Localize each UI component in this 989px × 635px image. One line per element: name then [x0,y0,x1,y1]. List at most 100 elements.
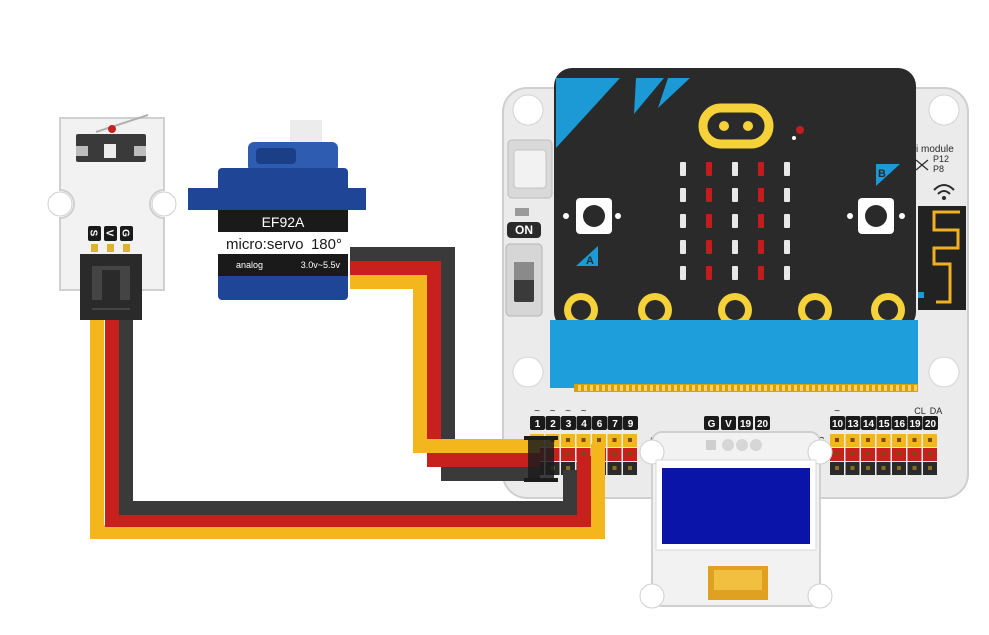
edge-tooth [716,385,719,391]
left-pin-box [623,416,638,430]
edge-tooth [872,385,875,391]
edge-tooth [884,385,887,391]
microbit: A B [554,68,916,330]
button-a[interactable]: A [563,198,621,267]
mid-pin-box [721,416,736,430]
pwm-tilde: ~ [581,406,587,417]
edge-tooth [650,385,653,391]
corner-stripe [658,78,690,108]
right-pin-box [861,416,876,430]
led [784,188,790,202]
power-switch[interactable]: ON [505,208,543,317]
servo-model: EF92A [262,214,305,230]
right-pin-box [892,416,907,430]
right-pin-box [830,416,845,430]
led [706,214,712,228]
servo-voltage: 3.0v~5.5v [301,260,341,270]
edge-tooth [842,385,845,391]
mid-pin-box [704,416,719,430]
edge-tooth [668,385,671,391]
edge-tooth [824,385,827,391]
edge-tooth [860,385,863,391]
button-b[interactable]: B [847,164,905,234]
button-a-label: A [586,255,594,267]
edge-tooth [638,385,641,391]
switch-ground-wire [119,320,577,515]
cross-icon [915,159,929,171]
antenna-trace [932,210,960,304]
edge-tooth [866,385,869,391]
edge-tooth [800,385,803,391]
switch-connector [80,254,142,320]
pin-number: 19 [740,419,752,430]
servo-motor: EF92A micro:servo 180° analog 3.0v~5.5v [188,120,366,300]
led [680,266,686,280]
pwm-tilde: ~ [834,406,840,417]
pin-number: 14 [863,419,875,430]
left-pin-box [530,416,545,430]
led [732,266,738,280]
pin-number: 16 [894,419,906,430]
led [680,188,686,202]
edge-tooth [812,385,815,391]
led [680,162,686,176]
pin-number: 9 [628,419,634,430]
led [784,266,790,280]
microphone-icon [792,126,804,140]
servo-angle: 180° [311,236,342,253]
edge-tooth [836,385,839,391]
led [706,188,712,202]
edge-tooth [680,385,683,391]
pwm-tilde: ~ [565,406,571,417]
edge-tooth [734,385,737,391]
pin-letter: G [120,229,131,237]
pin-number: 2 [550,419,556,430]
mid-pin-box [738,416,753,430]
led [758,162,764,176]
pin-number: 20 [757,419,769,430]
wifi-module: i module P12 P8 [915,144,966,310]
edge-tooth [656,385,659,391]
edge-tooth [602,385,605,391]
servo-ground-wire [350,247,540,481]
pin-number: 6 [597,419,603,430]
mid-pin-box [755,416,770,430]
right-pin-box [923,416,938,430]
pin-number: 20 [925,419,937,430]
da-label: DA [930,406,943,416]
micro-switch-icon[interactable] [76,114,149,162]
right-pin-box [876,416,892,430]
cl-label: CL [914,406,926,416]
edge-tooth [662,385,665,391]
edge-tooth [710,385,713,391]
mount-hole [928,94,960,126]
led [706,266,712,280]
oled-ribbon-cable [708,566,768,600]
edge-tooth [620,385,623,391]
led [680,240,686,254]
led [784,214,790,228]
pwm-tilde: ~ [550,406,556,417]
led [784,240,790,254]
wifi-icon [933,184,955,200]
edge-tooth [758,385,761,391]
led-matrix [680,162,790,280]
left-pin-box [607,416,623,430]
edge-tooth [578,385,581,391]
led [758,188,764,202]
expansion-board: ON [502,68,969,499]
pin-number: 1 [535,419,541,430]
edge-tooth [848,385,851,391]
left-pin-box [592,416,607,430]
oled-screen [662,468,810,544]
pin-number: 10 [832,419,844,430]
led [732,214,738,228]
edge-connector-teeth [578,385,917,391]
wifi-pin-label: P8 [933,164,944,174]
edge-tooth [890,385,893,391]
led [706,162,712,176]
